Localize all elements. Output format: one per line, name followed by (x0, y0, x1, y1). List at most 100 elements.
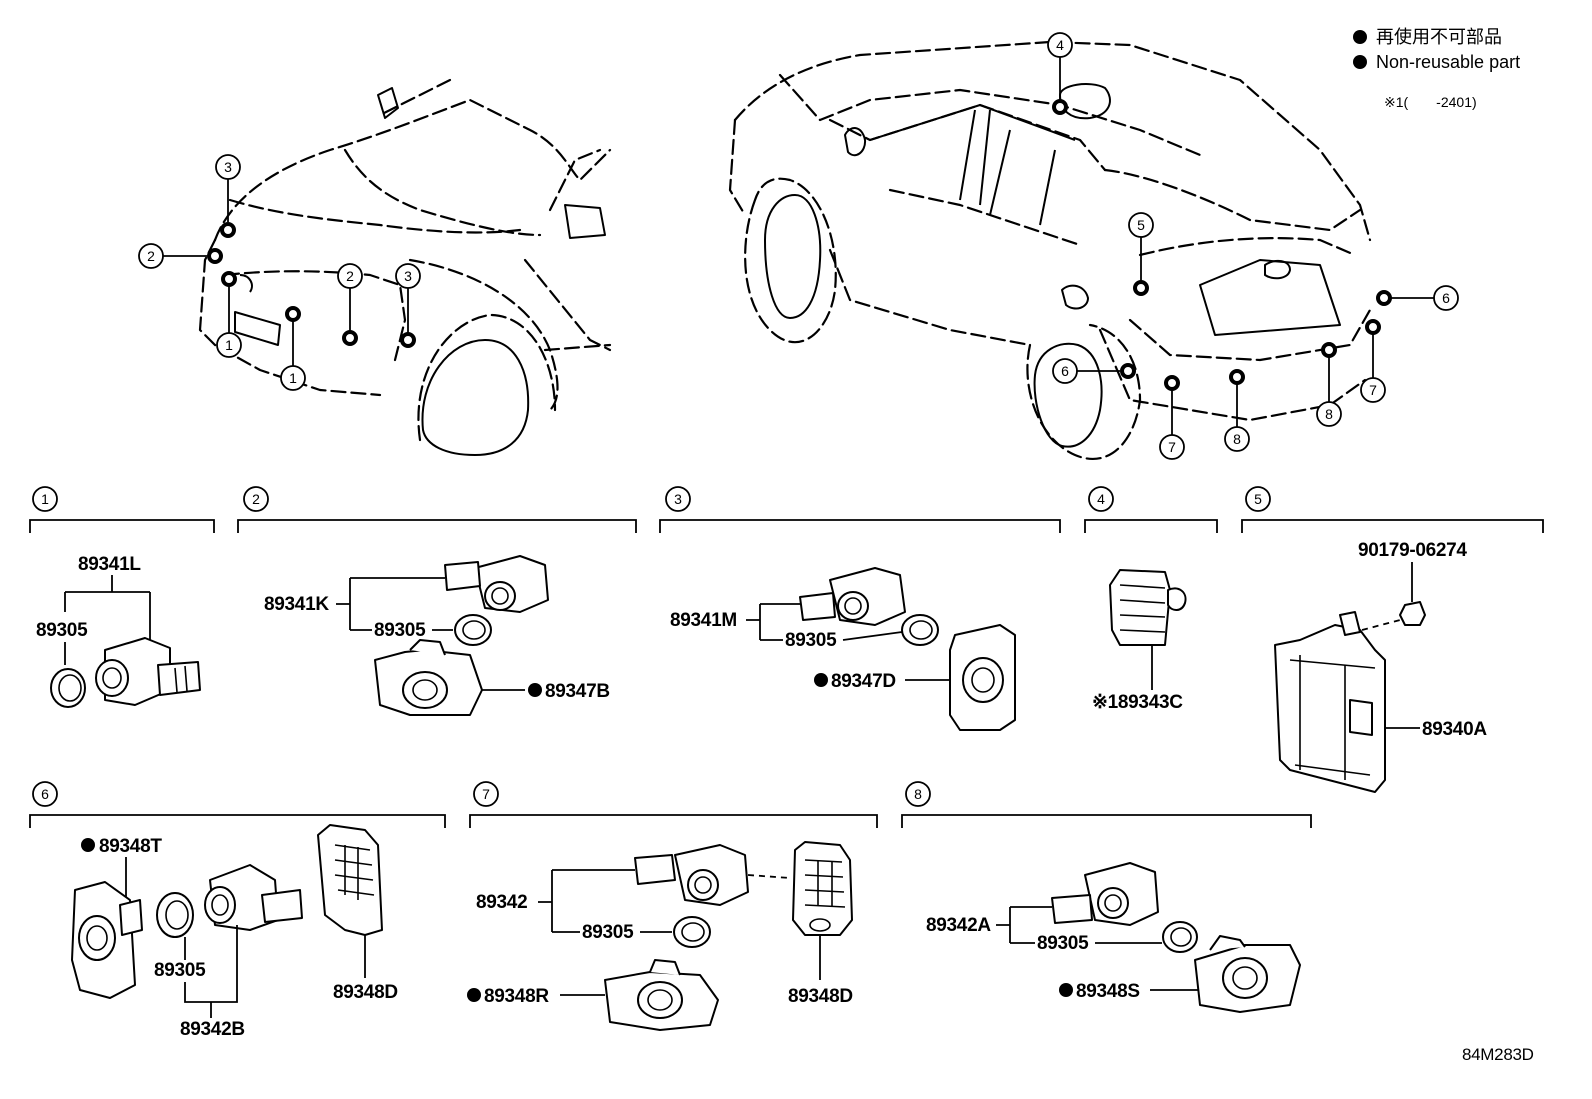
svg-text:4: 4 (1056, 37, 1064, 53)
sensor-holder-bracket (317, 824, 383, 936)
part-number-89305: 89305 (374, 620, 426, 641)
front-vehicle-view (198, 78, 612, 456)
part-number-89347B: 89347B (545, 681, 610, 702)
svg-text:8: 8 (1233, 431, 1241, 447)
svg-text:6: 6 (1061, 363, 1069, 379)
sensor-location-marker (1321, 342, 1337, 358)
svg-text:5: 5 (1137, 217, 1145, 233)
callout-6-badge: 6 (1433, 285, 1459, 311)
section-1-badge: 1 (32, 486, 58, 512)
legend-japanese: 再使用不可部品 (1376, 27, 1502, 47)
section-1-parts: 89341L 89305 (36, 554, 201, 708)
callout-3-badge: 3 (215, 154, 241, 180)
ultrasonic-sensor (799, 567, 906, 626)
svg-text:2: 2 (346, 268, 354, 284)
non-reusable-dot-icon (814, 673, 828, 687)
section-4-parts: ※189343C (1092, 569, 1187, 713)
sensor-location-marker (1052, 99, 1068, 115)
callout-6-badge: 6 (1052, 358, 1078, 384)
part-number-89347D: 89347D (831, 671, 896, 692)
svg-text:2: 2 (252, 491, 260, 507)
part-number-89342: 89342 (476, 892, 527, 913)
svg-text:4: 4 (1097, 491, 1105, 507)
clip-nut (1399, 601, 1426, 626)
sensor-bezel (604, 959, 719, 1031)
section-5-bracket (1241, 519, 1544, 533)
non-reusable-dot-icon (1353, 55, 1367, 69)
part-number-89305: 89305 (582, 922, 634, 943)
section-4-bracket (1084, 519, 1218, 533)
part-number-89340A: 89340A (1422, 719, 1487, 740)
section-7-parts: 89342 89305 89348R 89348D (467, 841, 853, 1031)
part-number-89305: 89305 (1037, 933, 1089, 954)
part-number-89341M: 89341M (670, 610, 737, 631)
part-number-89348D: 89348D (788, 986, 853, 1007)
sensor-location-marker (400, 332, 416, 348)
ecu-module (1274, 611, 1386, 793)
svg-text:5: 5 (1254, 491, 1262, 507)
part-number-90179-06274: 90179-06274 (1358, 540, 1467, 561)
svg-text:8: 8 (1325, 406, 1333, 422)
svg-text:1: 1 (41, 491, 49, 507)
section-2-bracket (237, 519, 637, 533)
svg-text:1: 1 (289, 370, 297, 386)
part-number-89348R: 89348R (484, 986, 549, 1007)
non-reusable-dot-icon (1059, 983, 1073, 997)
section-8-parts: 89342A 89305 89348S (926, 862, 1301, 1013)
part-number-89305: 89305 (785, 630, 837, 651)
ultrasonic-sensor (1051, 862, 1159, 926)
non-reusable-dot-icon (467, 988, 481, 1002)
sensor-retainer-ring (901, 614, 939, 646)
callout-7-badge: 7 (1360, 377, 1386, 403)
section-3-badge: 3 (665, 486, 691, 512)
section-3-bracket (659, 519, 1061, 533)
sensor-location-marker (207, 248, 223, 264)
section-7-bracket (469, 814, 878, 828)
callout-7-badge: 7 (1159, 434, 1185, 460)
drawing-code: 84M283D (1462, 1045, 1534, 1064)
ultrasonic-sensor (634, 844, 749, 906)
section-5-badge: 5 (1245, 486, 1271, 512)
section-2-badge: 2 (243, 486, 269, 512)
svg-text:8: 8 (914, 786, 922, 802)
callout-1-badge: 1 (216, 332, 242, 358)
svg-text:7: 7 (1369, 382, 1377, 398)
part-number-89342B: 89342B (180, 1019, 245, 1040)
part-number-89343C: ※189343C (1092, 692, 1183, 713)
section-3-parts: 89341M 89305 89347D (670, 567, 1016, 731)
part-number-89305: 89305 (154, 960, 206, 981)
sensor-bezel (71, 881, 143, 999)
part-number-89348S: 89348S (1076, 981, 1140, 1002)
svg-text:2: 2 (147, 248, 155, 264)
sensor-location-marker (1164, 375, 1180, 391)
sensor-location-marker (342, 330, 358, 346)
sensor-bezel (1194, 935, 1301, 1013)
vehicle-callouts: 3 2 1 1 2 3 4 5 6 6 7 7 (138, 32, 1459, 460)
ultrasonic-sensor (95, 637, 201, 706)
callout-5-badge: 5 (1128, 212, 1154, 238)
sensor-retainer-ring (673, 916, 711, 948)
sensor-location-marker (285, 306, 301, 322)
sensor-location-marker (220, 222, 236, 238)
section-6-bracket (29, 814, 446, 828)
callout-3-badge: 3 (395, 263, 421, 289)
sensor-bezel (374, 639, 483, 716)
non-reusable-dot-icon (81, 838, 95, 852)
svg-text:3: 3 (674, 491, 682, 507)
part-number-89341K: 89341K (264, 594, 329, 615)
svg-text:3: 3 (224, 159, 232, 175)
sensor-retainer-ring (1162, 921, 1198, 953)
sensor-location-marker (1365, 319, 1381, 335)
svg-text:6: 6 (41, 786, 49, 802)
callout-2-badge: 2 (337, 263, 363, 289)
control-module (1109, 569, 1187, 646)
svg-text:3: 3 (404, 268, 412, 284)
part-number-89341L: 89341L (78, 554, 141, 575)
section-1-bracket (29, 519, 215, 533)
callout-8-badge: 8 (1316, 401, 1342, 427)
section-7-badge: 7 (473, 781, 499, 807)
rear-vehicle-view (728, 40, 1372, 461)
part-number-89342A: 89342A (926, 915, 991, 936)
section-6-badge: 6 (32, 781, 58, 807)
section-2-parts: 89341K 89305 89347B (264, 555, 610, 716)
